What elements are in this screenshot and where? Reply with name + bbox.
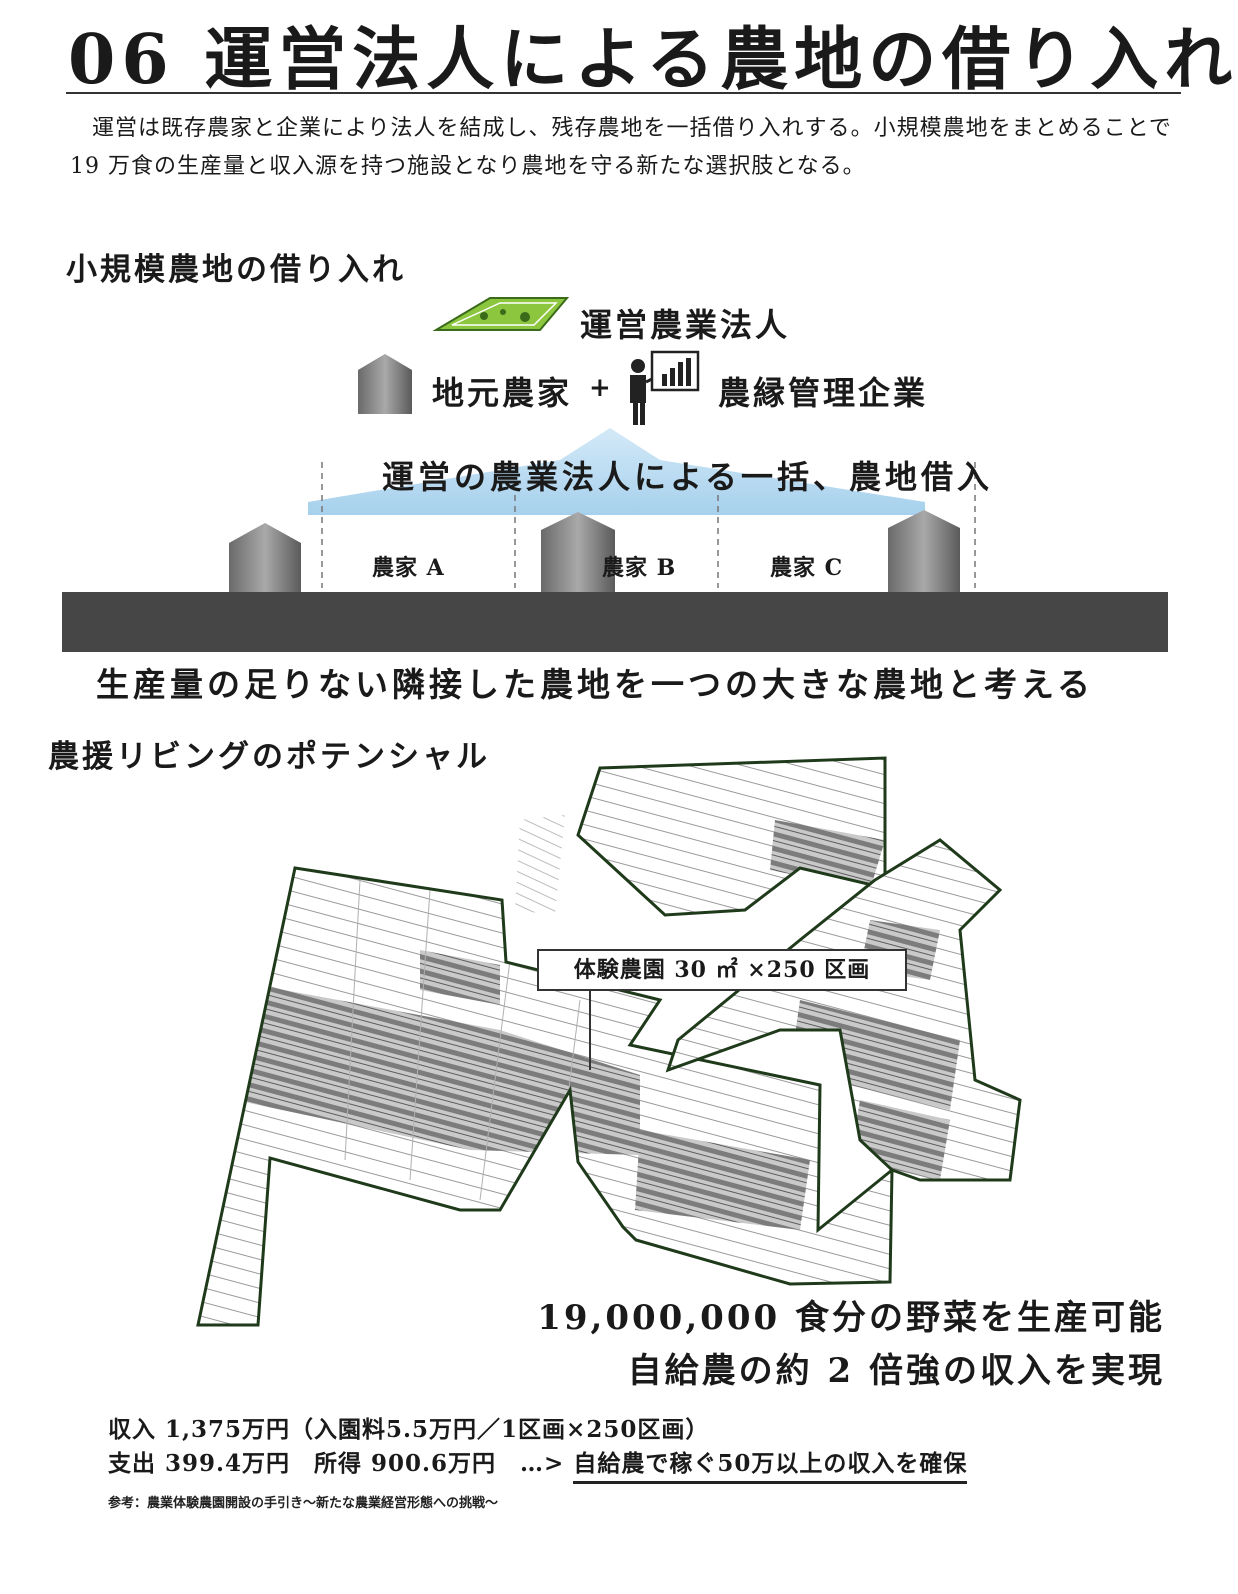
building-3 [888,510,960,592]
section-heading-potential: 農援リビングのポテンシャル [48,739,490,775]
farmland-icon [432,297,570,331]
local-farmer-label: 地元農家 [432,374,573,412]
lease-band-label: 運営の農業法人による一括、農地借入 [382,458,994,496]
page-title: 06 運営法人による農地の借り入れ [68,20,1238,100]
intro-paragraph: 運営は既存農家と企業により法人を結成し、残存農地を一括借り入れする。小規模農地を… [70,116,1172,179]
farm-b-label: 農家 B [602,555,677,581]
ground-caption: 生産量の足りない隣接した農地を一つの大きな農地と考える [96,665,1095,704]
building-2 [541,512,615,592]
source-note: 参考：農業体験農園開設の手引き～新たな農業経営形態への挑戦～ [108,1496,499,1511]
farm-c-label: 農家 C [770,555,844,581]
company-label: 農縁管理企業 [718,374,929,412]
experience-farm-callout: 体験農園 30 ㎡ ×250 区画 [537,949,907,991]
farm-a-label: 農家 A [372,555,445,581]
lease-diagram [62,297,1168,652]
section-heading-lease: 小規模農地の借り入れ [66,252,406,288]
expense-line: 支出 399.4万円 所得 900.6万円 …> 自給農で稼ぐ50万以上の収入を… [108,1444,968,1484]
expense-prefix: 支出 399.4万円 所得 900.6万円 …> [108,1450,565,1477]
lease-band [308,428,925,515]
building-1 [229,523,301,592]
operator-label: 運営農業法人 [580,306,791,344]
ground-strip [62,592,1168,652]
presenter-chart-icon [630,350,700,425]
income-line: 収入 1,375万円（入園料5.5万円／1区画×250区画） [108,1416,710,1443]
result-line-1: 19,000,000 食分の野菜を生産可能 [537,1298,1165,1338]
plus-sign: + [589,373,611,403]
result-line-2: 自給農の約 2 倍強の収入を実現 [627,1351,1165,1391]
building-icon [358,354,412,414]
main-field [198,868,892,1325]
title-divider [66,92,1181,94]
income-goal-highlight: 自給農で稼ぐ50万以上の収入を確保 [573,1450,968,1484]
farmland-plan-map [196,756,1022,1327]
faded-plot [515,815,565,915]
